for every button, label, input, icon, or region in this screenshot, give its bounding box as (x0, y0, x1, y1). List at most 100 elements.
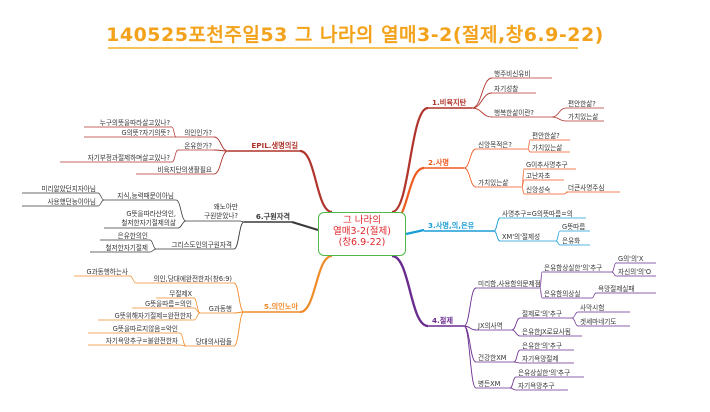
branch-4-child-connector (463, 287, 477, 327)
branch-4-child-4-sub-2: 자기욕망추구 (518, 381, 554, 390)
branch-6-sub-connector (149, 248, 157, 253)
branch-2-child-2-sub-3: 신앙성숙 (526, 185, 550, 194)
branch-6-child-1-sub-1: 미리알았던지자아님 (41, 184, 96, 193)
branch-6-sub-connector (97, 199, 105, 207)
branch-6-connector (291, 220, 319, 232)
branch-3-connector (405, 228, 425, 236)
branch-4-child-1-sub-2-leaf-1: 욕망절제실패 (598, 284, 634, 293)
branch-3-child-2-sub-2: 은유화 (562, 237, 580, 245)
branch-3-child-connector (493, 217, 501, 232)
branch-4-child-1: 미리함,사용함의문제점 (478, 279, 541, 288)
branch-6-child-connector (177, 220, 187, 229)
branch-3-label: 3.사명,의,은유 (428, 221, 475, 230)
branch-7-child-3: 비육지탄의생활필요 (157, 165, 212, 174)
branch-5-child-2: G과동행 (209, 304, 232, 313)
branch-3-child-connector (493, 230, 501, 242)
branch-1-child-connector (471, 92, 493, 109)
branch-7-child-1-sub-2: G의뜻?자기의뜻? (121, 128, 170, 137)
branch-4-child-2: JX의사역 (477, 321, 503, 330)
branch-5-child-connector (233, 282, 245, 313)
branch-4-leaf-connector (591, 292, 597, 299)
branch-6-question-line-2: 구원받았나? (204, 211, 238, 220)
branch-2-label: 2.사명 (428, 158, 449, 167)
branch-4-child-3-sub-2: 자기욕망절제 (522, 354, 558, 363)
title-underline (108, 47, 578, 49)
branch-6-child-1: 지식,능력때문이아님 (117, 191, 174, 200)
branch-3-child-2-sub-1: G뜻따름 (562, 222, 585, 231)
central-topic[interactable]: 그 나라의 열매3-2(절제) (창6.9-22) (318, 212, 406, 256)
branch-4-sub-connector (511, 317, 521, 331)
branch-3-sub-connector (555, 240, 561, 246)
branch-5-connector (299, 254, 333, 314)
branch-5-child-2-sub-1: 무절제X (169, 290, 192, 298)
branch-1-child-1: 행주비신유비 (494, 69, 530, 78)
branch-4-leaf-connector (611, 271, 617, 277)
branch-7-label: EPIL.생명의길 (251, 141, 298, 150)
branch-5-child-connector (233, 311, 245, 347)
branch-4-child-1-sub-1: 은유함상실한'의'추구 (544, 263, 602, 272)
branch-6-label: 6.구원자격 (256, 212, 290, 221)
branch-7-child-1-sub-1: 누구의뜻을따라살고있나? (100, 118, 171, 127)
branch-7-connector (299, 149, 333, 214)
branch-5-child-3-sub-1: G뜻을따르지않음=악인 (113, 324, 178, 333)
branch-6-child-4-sub-2: 철저한자기절제 (106, 243, 148, 252)
branch-6-child-2-line-2: 철저한자기절제의삶 (121, 218, 176, 227)
branch-4-child-1-sub-1-leaf-2: 자신의'의'O (618, 267, 651, 276)
branch-5-child-1-sub-1: G과동행하는사 (86, 267, 128, 276)
branch-5-sub-connector (193, 312, 201, 321)
branch-4-child-connector (463, 325, 477, 389)
branch-4-sub-connector (513, 349, 521, 363)
branch-5-sub-connector (179, 332, 187, 347)
branch-2-child-1-sub-2: 가치있는삶 (532, 143, 562, 152)
branch-3-child-1: 사명추구=G의뜻따름=의 (502, 209, 573, 218)
branch-1-sub-connector (551, 116, 567, 122)
branch-2-child-2: 가치있는삶 (478, 178, 508, 187)
branch-4-sub-connector (509, 387, 517, 391)
branch-2-sub-connector (527, 148, 531, 153)
branch-5-child-2-sub-2: G뜻을따름=의인 (145, 299, 192, 308)
branch-5-sub-connector (129, 275, 137, 284)
branch-4-leaf-connector (571, 317, 579, 327)
branch-6-child-connector (233, 221, 245, 250)
branch-4-child-1-sub-2: 은유함의상실 (544, 289, 580, 298)
branch-4-sub-connector (513, 361, 521, 364)
branch-4-label: 4.절제 (432, 316, 453, 325)
branch-5-child-2-sub-3: G뜻위해자기절제=완전한자 (115, 311, 192, 320)
branch-4-child-3: 건강한XM (478, 353, 507, 362)
branch-1-child-connector (471, 77, 493, 109)
branch-7-child-connector (213, 136, 229, 152)
branch-6-child-4: 그리스도인의구원자격 (171, 240, 232, 249)
branch-2-sub-connector (521, 186, 525, 195)
branch-6-sub-connector (149, 239, 157, 250)
branch-2-child-1: 신앙목적은? (478, 140, 512, 149)
branch-2-sub-connector (527, 139, 531, 150)
branch-5-child-connector (233, 311, 245, 314)
branch-7-sub-connector (171, 149, 179, 163)
branch-2-child-1-sub-1: 편안한삶? (532, 131, 560, 140)
branch-1-sub-connector (551, 107, 567, 118)
branch-7-child-2: 온유한가? (184, 141, 212, 150)
page-title: 140525포천주일53 그 나라의 열매3-2(절제,창6.9-22) (106, 24, 604, 46)
branch-4-sub-connector (509, 376, 517, 389)
branch-5-sub-connector (179, 344, 187, 347)
branch-5-child-3: 당대의사람들 (196, 337, 232, 346)
branch-7-child-1: 의인인가? (184, 128, 212, 137)
branch-1-connector (391, 106, 429, 214)
branch-2-child-connector (463, 148, 477, 169)
branch-7-child-2-sub-1: 자기부정과절제하며살고있나? (88, 153, 171, 162)
branch-6-question-line-1: 왜노아만 (214, 202, 238, 211)
branch-5-label: 5.의인노아 (264, 302, 299, 311)
branch-4-child-4-sub-1: 은유상실한'의'추구 (518, 368, 570, 377)
branch-1-sub-2: 가치있는삶 (568, 112, 598, 121)
branch-4-connector (391, 254, 429, 328)
branch-7-child-connector (213, 150, 229, 175)
branch-1-sub-1: 편안한삶? (568, 99, 596, 108)
branch-6-sub-connector (97, 192, 105, 201)
branch-3-child-2: XM'의'절제성 (502, 232, 540, 241)
branch-6-child-2-line-1: G뜻을따라산의인, (126, 209, 176, 218)
branch-1-child-2: 자기성찰 (494, 84, 518, 93)
branch-4-child-2-sub-1-leaf-2: 겟세마네기도 (580, 317, 616, 326)
central-topic-line-3: (창6.9-22) (338, 237, 386, 248)
branch-4-sub-connector (511, 329, 521, 337)
branch-1-child-3: 행복한삶이란? (494, 108, 534, 117)
